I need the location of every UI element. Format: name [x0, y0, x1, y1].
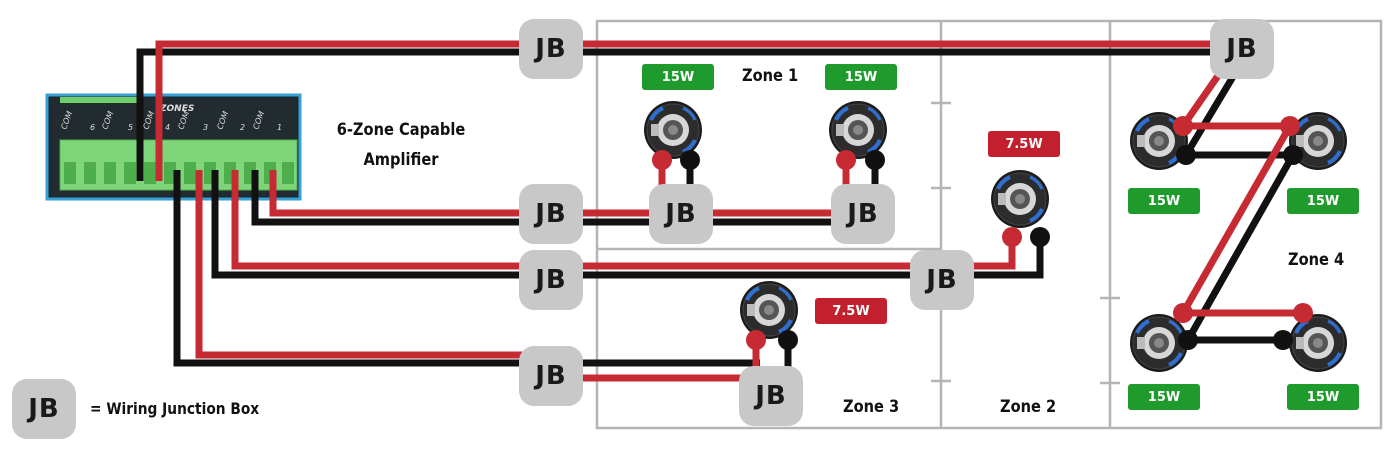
junction-box-icon: JB [831, 184, 895, 244]
power-badge: 15W [1287, 188, 1359, 214]
junction-box-icon: JB [739, 366, 803, 426]
junction-box-icon: JB [519, 346, 583, 406]
power-badge: 15W [1128, 188, 1200, 214]
power-badge: 15W [1287, 384, 1359, 410]
junction-box-icon: JB [519, 19, 583, 79]
ceiling-speaker-icon [827, 99, 889, 161]
junction-box-icon: JB [1210, 19, 1274, 79]
junction-box-icon: JB [649, 184, 713, 244]
power-badge: 15W [825, 64, 897, 90]
legend-text: = Wiring Junction Box [90, 399, 260, 418]
zone1-label: Zone 1 [742, 66, 799, 86]
terminal-label: 2 [240, 123, 245, 132]
amplifier-title-line1: 6-Zone Capable [336, 120, 466, 140]
terminal-label: 4 [165, 123, 170, 132]
speaker-terminals [652, 116, 1313, 350]
terminal-label: 3 [203, 123, 208, 132]
legend-junction-box-icon: JB [12, 379, 76, 439]
power-badge: 7.5W [988, 131, 1060, 157]
power-badge: 15W [642, 64, 714, 90]
terminal-label: 6 [90, 123, 95, 132]
junction-box-icon: JB [519, 250, 583, 310]
junction-box-icon: JB [519, 184, 583, 244]
amp-zones-header: ZONES [159, 104, 194, 114]
junction-box-icon: JB [910, 250, 974, 310]
terminal-label: 5 [128, 123, 133, 132]
power-badge: 7.5W [815, 298, 887, 324]
zone4-label: Zone 4 [1288, 250, 1345, 270]
ceiling-speaker-icon [1287, 312, 1349, 374]
zone2-label: Zone 2 [1000, 397, 1057, 417]
amplifier-title: 6-Zone Capable Amplifier [328, 115, 474, 175]
zone3-label: Zone 3 [843, 397, 900, 417]
ceiling-speaker-icon [989, 168, 1051, 230]
ceiling-speaker-icon [642, 99, 704, 161]
amplifier-title-line2: Amplifier [363, 150, 439, 170]
terminal-label: 1 [277, 123, 282, 132]
power-badge: 15W [1128, 384, 1200, 410]
